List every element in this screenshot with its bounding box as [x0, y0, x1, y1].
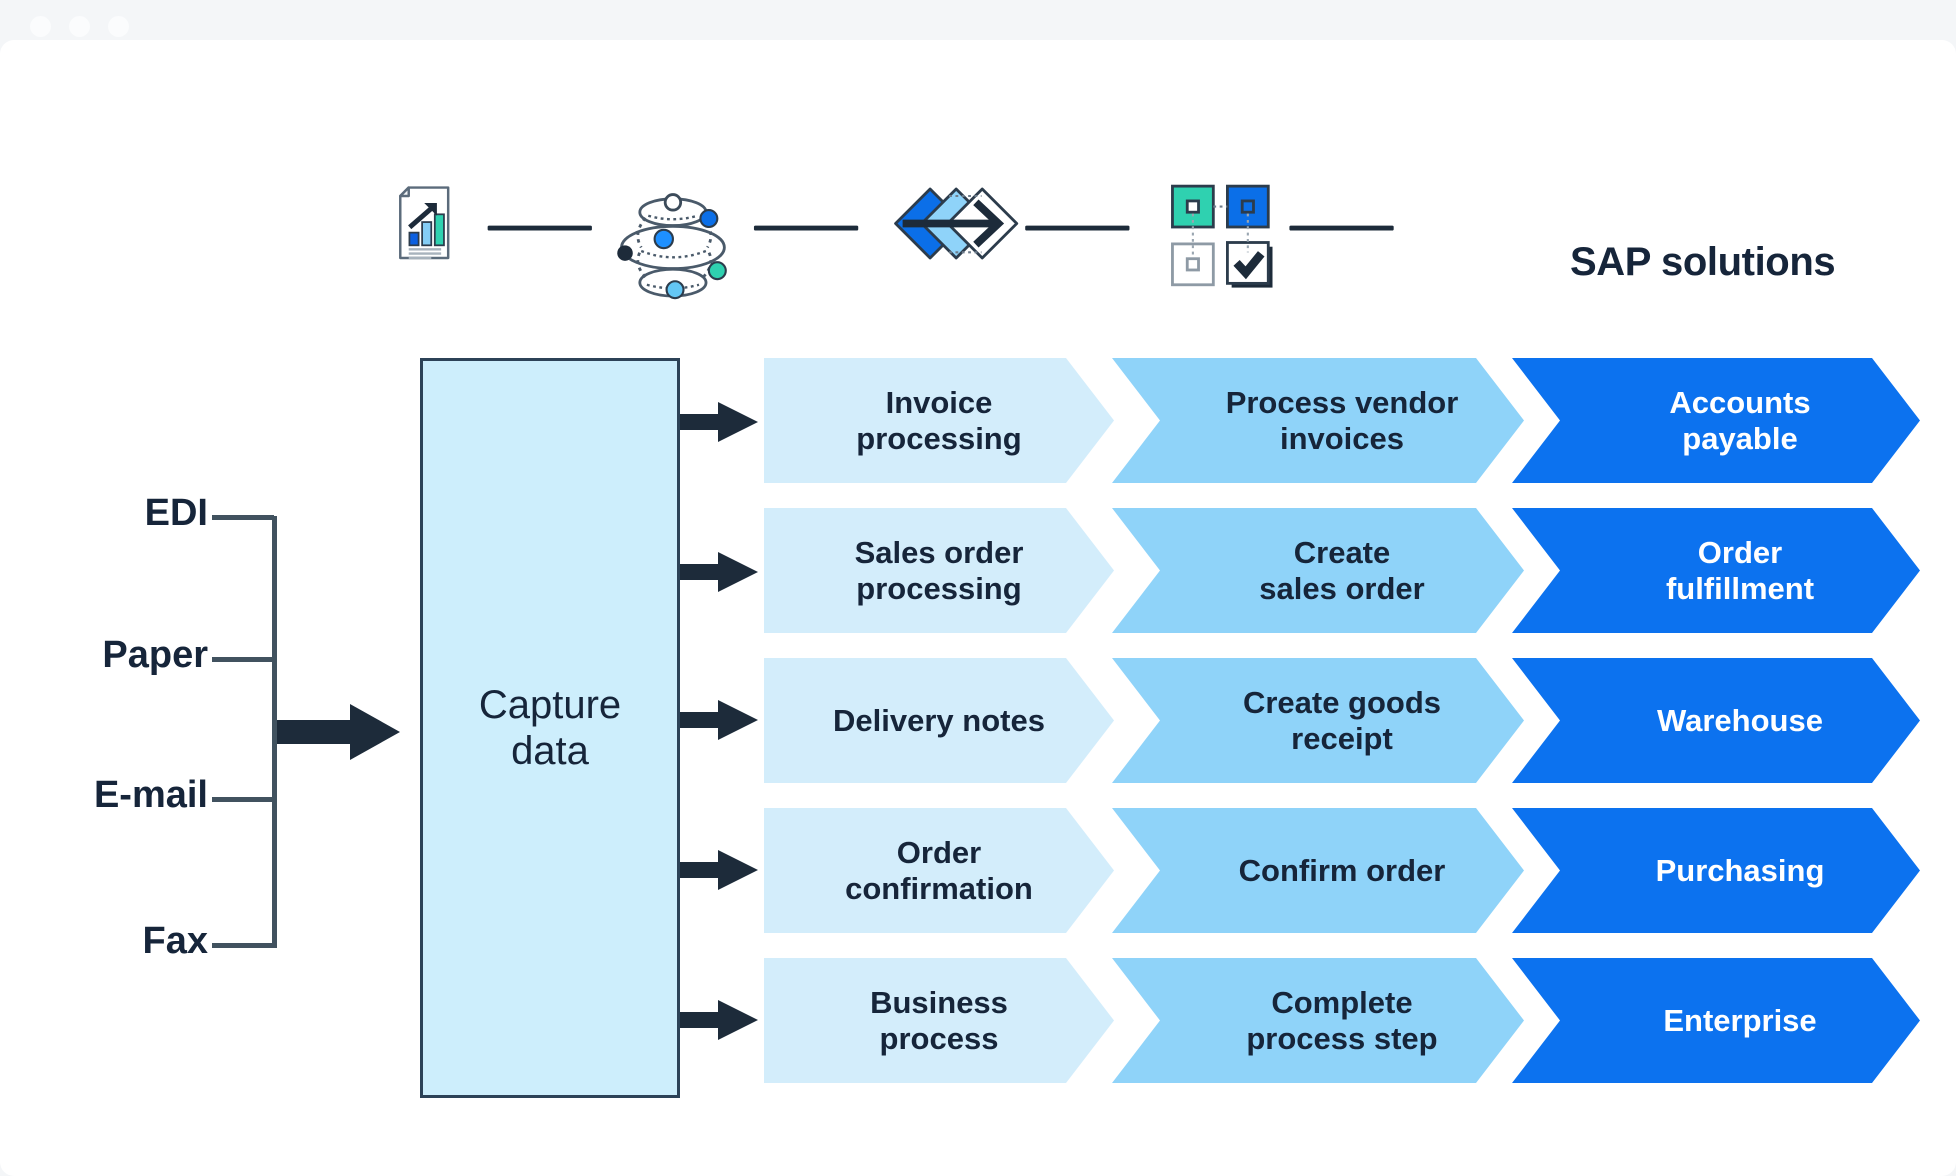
header-connector-3: [1025, 225, 1130, 231]
process-flow-grid: Invoice processing Process vendor invoic…: [0, 40, 1956, 1176]
source-stub-paper: [212, 657, 274, 662]
flow-row-4-stage-2[interactable]: Confirm order: [1112, 808, 1524, 933]
header-connector-1: [487, 225, 592, 231]
source-label-email: E-mail: [93, 774, 208, 816]
flow-row-3-stage-3[interactable]: Warehouse: [1512, 658, 1920, 783]
sap-solutions-label: SAP solutions: [1570, 240, 1836, 284]
row-arrow-5: [680, 1000, 758, 1040]
window-controls: [30, 16, 129, 37]
source-stub-fax: [212, 943, 274, 948]
merge-arrow-shaft: [277, 720, 363, 744]
data-helix-icon: [617, 193, 727, 300]
flow-row-1-stage-1[interactable]: Invoice processing: [764, 358, 1114, 483]
flow-row-3-stage-1[interactable]: Delivery notes: [764, 658, 1114, 783]
capture-to-rows-arrows: [680, 402, 758, 1040]
source-stub-edi: [212, 515, 274, 520]
source-spine: [272, 516, 277, 948]
row-arrow-3: [680, 700, 758, 740]
flow-row-1-stage-2[interactable]: Process vendor invoices: [1112, 358, 1524, 483]
diamond-transfer-icon: [894, 187, 1019, 260]
row-arrow-2: [680, 552, 758, 592]
source-stub-email: [212, 797, 274, 802]
row-arrow-1: [680, 402, 758, 442]
window-dot-minimize[interactable]: [69, 16, 90, 37]
diagram-canvas: SAP solutions EDI Paper E-mail Fax Captu…: [0, 40, 1956, 1176]
flow-row-2-stage-2[interactable]: Create sales order: [1112, 508, 1524, 633]
flow-row-5-stage-1[interactable]: Business process: [764, 958, 1114, 1083]
window-dot-close[interactable]: [30, 16, 51, 37]
flow-row-4-stage-1[interactable]: Order confirmation: [764, 808, 1114, 933]
document-chart-icon: [399, 186, 450, 260]
flow-row-3-stage-2[interactable]: Create goods receipt: [1112, 658, 1524, 783]
window-dot-maximize[interactable]: [108, 16, 129, 37]
header-connector-2: [753, 225, 859, 231]
row-arrow-4: [680, 850, 758, 890]
source-label-fax: Fax: [142, 920, 208, 962]
source-label-paper: Paper: [102, 634, 208, 676]
flow-row-2-stage-3[interactable]: Order fulfillment: [1512, 508, 1920, 633]
flow-row-5-stage-3[interactable]: Enterprise: [1512, 958, 1920, 1083]
task-checklist-icon: [1171, 184, 1273, 288]
flow-row-2-stage-1[interactable]: Sales order processing: [764, 508, 1114, 633]
capture-data-label: Capture data: [478, 683, 622, 773]
header-connector-4: [1289, 225, 1394, 231]
input-sources-bracket: [212, 515, 400, 948]
capture-data-box[interactable]: Capture data: [420, 358, 680, 1098]
flow-row-1-stage-3[interactable]: Accounts payable: [1512, 358, 1920, 483]
source-label-edi: EDI: [144, 492, 208, 534]
flow-row-4-stage-3[interactable]: Purchasing: [1512, 808, 1920, 933]
flow-row-5-stage-2[interactable]: Complete process step: [1112, 958, 1524, 1083]
header-icon-strip: [399, 184, 1394, 300]
